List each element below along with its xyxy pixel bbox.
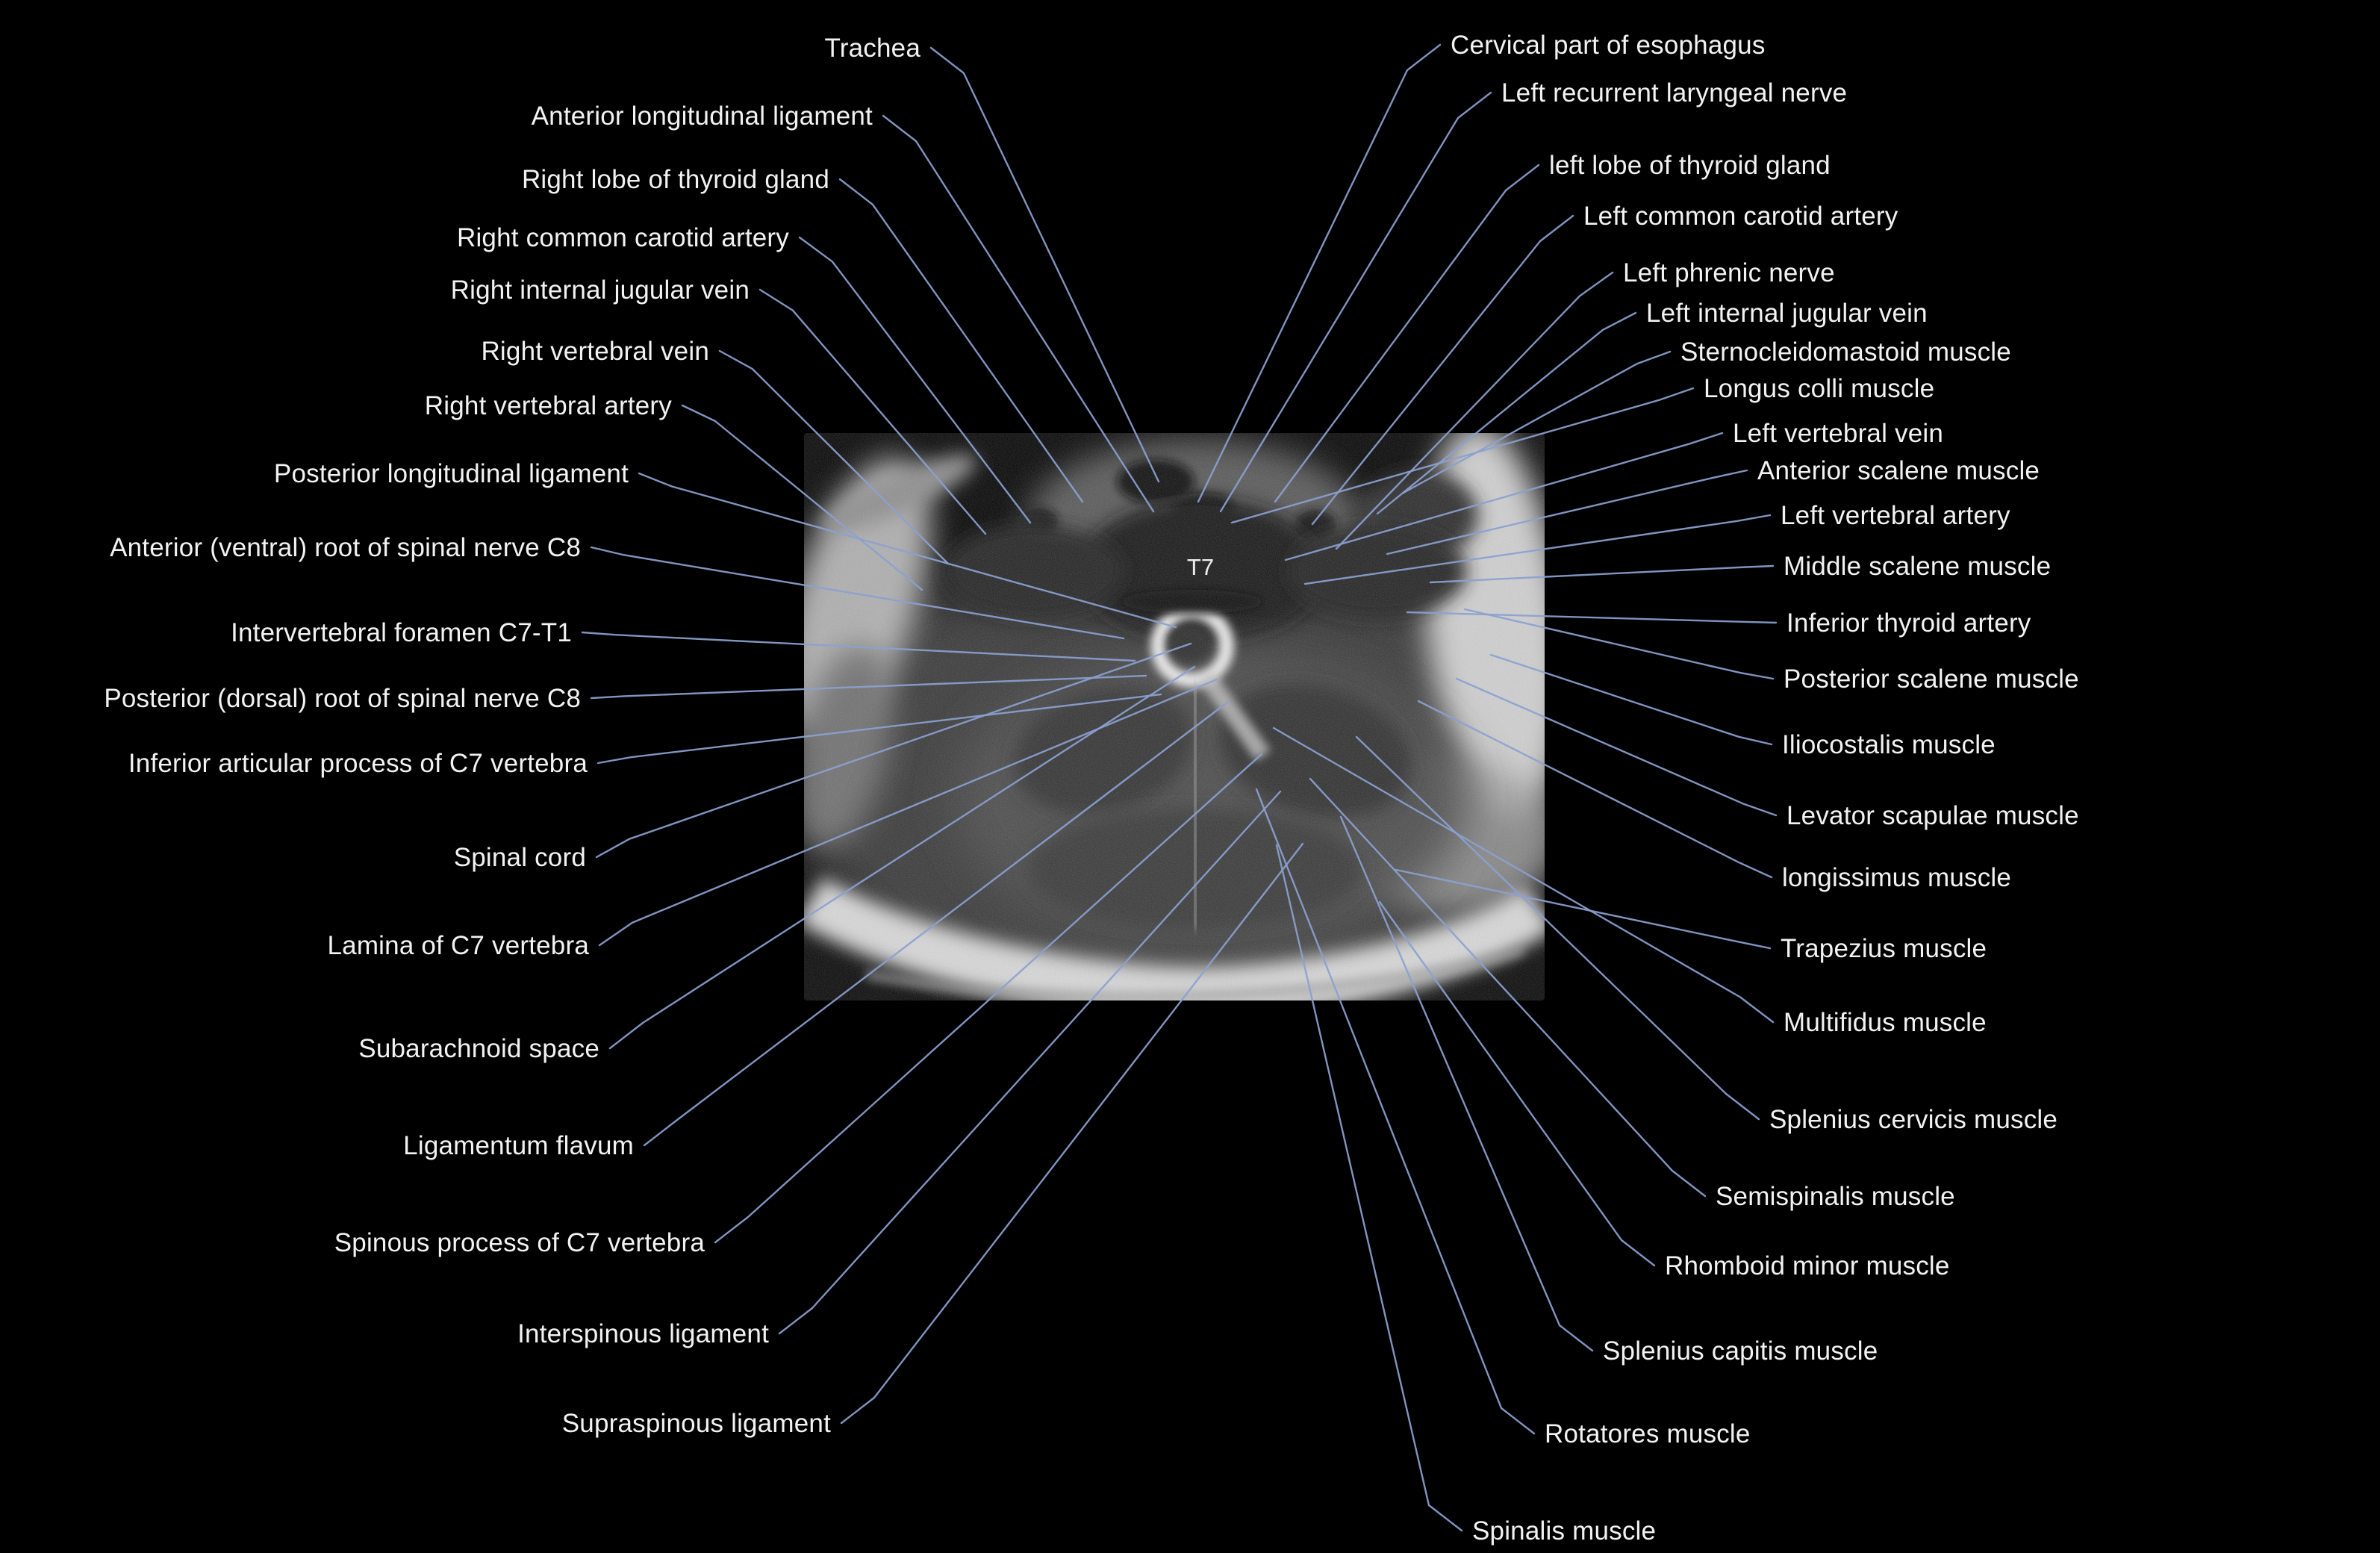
leader-line-sternocleidomastoid-muscle (1402, 350, 1672, 494)
label-splenius-capitis-muscle: Splenius capitis muscle (1603, 1336, 1878, 1366)
leader-line-supraspinous-ligament (840, 842, 1304, 1425)
leader-line-anterior-ventral-root-of-spinal-nerve-c8 (590, 546, 1125, 640)
label-rotatores-muscle: Rotatores muscle (1545, 1419, 1751, 1448)
label-spinalis-muscle: Spinalis muscle (1472, 1516, 1656, 1546)
leader-line-right-vertebral-vein (718, 349, 950, 565)
leader-line-right-common-carotid-artery (798, 236, 1032, 524)
leader-line-splenius-cervicis-muscle (1355, 735, 1760, 1121)
label-right-internal-jugular-vein: Right internal jugular vein (451, 276, 750, 305)
label-posterior-longitudinal-ligament: Posterior longitudinal ligament (274, 459, 629, 488)
label-left-lobe-of-thyroid-gland: left lobe of thyroid gland (1549, 151, 1831, 180)
leader-line-spinal-cord (595, 642, 1192, 859)
label-right-vertebral-vein: Right vertebral vein (481, 337, 709, 366)
leader-line-left-vertebral-vein (1284, 432, 1724, 561)
label-multifidus-muscle: Multifidus muscle (1784, 1008, 1987, 1037)
leader-line-middle-scalene-muscle (1429, 564, 1775, 584)
leader-line-right-lobe-of-thyroid-gland (838, 178, 1084, 503)
leader-line-left-recurrent-laryngeal-nerve (1219, 91, 1492, 513)
leader-lines (581, 43, 1778, 1532)
label-right-vertebral-artery: Right vertebral artery (425, 391, 672, 420)
leader-line-subarachnoid-space (608, 665, 1196, 1050)
label-left-common-carotid-artery: Left common carotid artery (1583, 202, 1898, 231)
vertebra-level-label: T7 (1187, 554, 1214, 580)
leader-line-left-vertebral-artery (1303, 514, 1772, 585)
label-ligamentum-flavum: Ligamentum flavum (403, 1131, 634, 1160)
leader-line-interspinous-ligament (778, 790, 1282, 1335)
label-intervertebral-foramen-c7-t1: Intervertebral foramen C7-T1 (231, 618, 572, 647)
label-longus-colli-muscle: Longus colli muscle (1704, 374, 1934, 403)
label-anterior-longitudinal-ligament: Anterior longitudinal ligament (532, 102, 873, 131)
leader-line-lamina-of-c7-vertebra (598, 678, 1218, 947)
label-right-common-carotid-artery: Right common carotid artery (457, 223, 789, 252)
label-sternocleidomastoid-muscle: Sternocleidomastoid muscle (1680, 337, 2011, 367)
label-left-internal-jugular-vein: Left internal jugular vein (1646, 299, 1928, 328)
label-spinal-cord: Spinal cord (454, 843, 586, 872)
leader-line-trachea (929, 46, 1160, 483)
label-longissimus-muscle: longissimus muscle (1782, 863, 2011, 892)
label-posterior-scalene-muscle: Posterior scalene muscle (1784, 665, 2079, 694)
leader-line-anterior-scalene-muscle (1386, 469, 1748, 555)
label-trachea: Trachea (825, 34, 921, 63)
leader-line-left-phrenic-nerve (1335, 271, 1614, 550)
label-rhomboid-minor-muscle: Rhomboid minor muscle (1665, 1251, 1950, 1280)
label-semispinalis-muscle: Semispinalis muscle (1716, 1182, 1955, 1211)
label-posterior-dorsal-root-of-spinal-nerve-c8: Posterior (dorsal) root of spinal nerve … (104, 684, 581, 713)
label-left-vertebral-vein: Left vertebral vein (1733, 419, 1943, 448)
label-subarachnoid-space: Subarachnoid space (358, 1034, 599, 1063)
label-spinous-process-of-c7-vertebra: Spinous process of C7 vertebra (334, 1228, 705, 1257)
mri-axial-scan (804, 433, 1545, 1000)
leader-line-inferior-thyroid-artery (1406, 611, 1778, 624)
leader-line-anterior-longitudinal-ligament (882, 114, 1155, 513)
leader-line-intervertebral-foramen-c7-t1 (581, 631, 1136, 662)
leader-line-rotatores-muscle (1255, 788, 1536, 1435)
label-lamina-of-c7-vertebra: Lamina of C7 vertebra (328, 931, 590, 960)
label-supraspinous-ligament: Supraspinous ligament (562, 1409, 831, 1438)
leader-line-cervical-part-of-esophagus (1197, 43, 1442, 503)
leader-line-spinous-process-of-c7-vertebra (714, 753, 1263, 1244)
label-iliocostalis-muscle: Iliocostalis muscle (1782, 730, 1996, 759)
leader-line-levator-scapulae-muscle (1455, 677, 1778, 817)
leader-line-ligamentum-flavum (643, 700, 1230, 1147)
leader-line-posterior-scalene-muscle (1463, 608, 1775, 680)
leader-line-rhomboid-minor-muscle (1378, 900, 1656, 1267)
label-levator-scapulae-muscle: Levator scapulae muscle (1786, 801, 2079, 830)
leader-line-posterior-longitudinal-ligament (638, 472, 1177, 629)
leader-line-trapezius-muscle (1395, 868, 1772, 950)
label-middle-scalene-muscle: Middle scalene muscle (1784, 552, 2051, 581)
label-left-vertebral-artery: Left vertebral artery (1781, 501, 2010, 530)
label-anterior-ventral-root-of-spinal-nerve-c8: Anterior (ventral) root of spinal nerve … (110, 533, 581, 562)
label-interspinous-ligament: Interspinous ligament (517, 1319, 769, 1348)
leader-line-right-internal-jugular-vein (758, 288, 987, 535)
label-inferior-thyroid-artery: Inferior thyroid artery (1786, 609, 2031, 638)
leader-line-left-lobe-of-thyroid-gland (1274, 164, 1540, 503)
leader-line-left-internal-jugular-vein (1376, 311, 1637, 515)
label-left-phrenic-nerve: Left phrenic nerve (1623, 258, 1835, 287)
leader-line-splenius-capitis-muscle (1339, 815, 1594, 1352)
leader-line-longissimus-muscle (1417, 700, 1773, 879)
label-left-recurrent-laryngeal-nerve: Left recurrent laryngeal nerve (1501, 78, 1847, 108)
leader-line-longus-colli-muscle (1230, 387, 1695, 524)
leader-line-spinalis-muscle (1275, 844, 1463, 1532)
label-anterior-scalene-muscle: Anterior scalene muscle (1757, 456, 2040, 485)
leader-line-posterior-dorsal-root-of-spinal-nerve-c8 (590, 674, 1147, 700)
label-splenius-cervicis-muscle: Splenius cervicis muscle (1769, 1105, 2057, 1134)
leader-line-right-vertebral-artery (681, 404, 923, 591)
label-trapezius-muscle: Trapezius muscle (1781, 934, 1987, 963)
label-right-lobe-of-thyroid-gland: Right lobe of thyroid gland (522, 165, 829, 194)
label-inferior-articular-process-of-c7-vertebra: Inferior articular process of C7 vertebr… (128, 749, 588, 778)
label-cervical-part-of-esophagus: Cervical part of esophagus (1451, 31, 1766, 60)
leader-line-semispinalis-muscle (1309, 777, 1707, 1198)
leader-line-multifidus-muscle (1272, 726, 1775, 1024)
leader-line-iliocostalis-muscle (1489, 653, 1773, 746)
leader-line-left-common-carotid-artery (1311, 214, 1574, 526)
